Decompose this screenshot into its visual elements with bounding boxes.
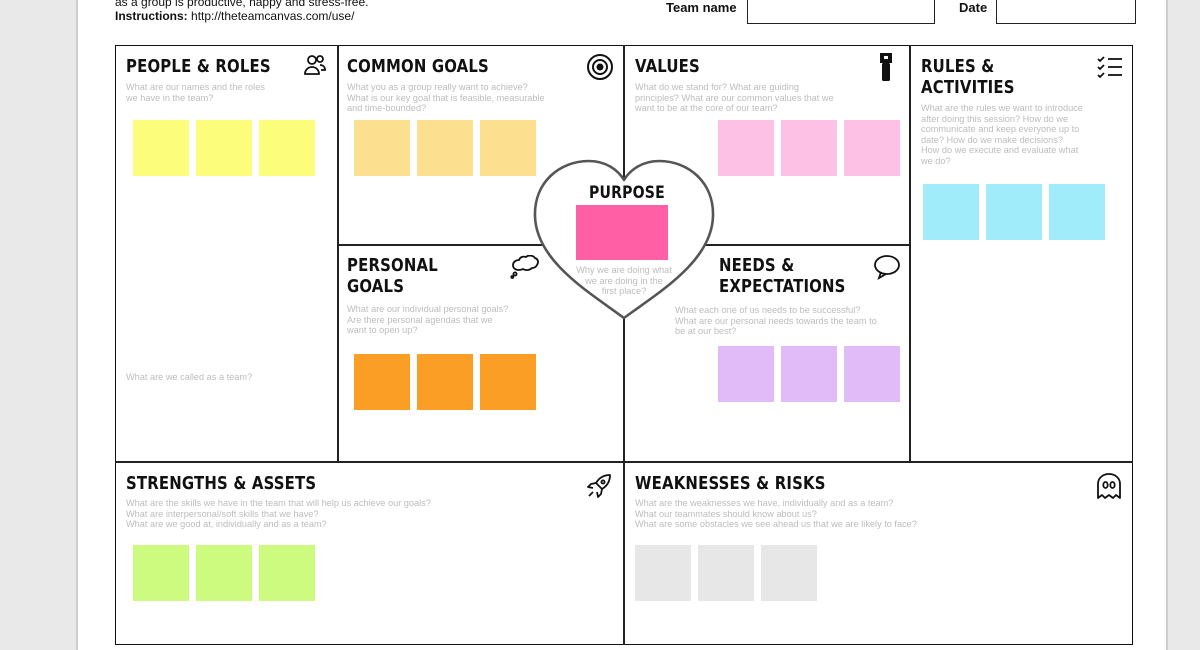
sticky-note[interactable] [698, 545, 754, 601]
people-roles-title: PEOPLE & ROLES [126, 56, 271, 77]
divider [337, 45, 339, 462]
people-icon [303, 53, 327, 82]
sticky-note[interactable] [133, 120, 189, 176]
sticky-note[interactable] [986, 184, 1042, 240]
sticky-note[interactable] [761, 545, 817, 601]
sticky-note[interactable] [354, 120, 410, 176]
speech-bubble-icon [873, 254, 901, 285]
sticky-note[interactable] [781, 120, 837, 176]
sticky-note[interactable] [196, 120, 252, 176]
sticky-note[interactable] [480, 120, 536, 176]
sticky-note[interactable] [923, 184, 979, 240]
sticky-note[interactable] [196, 545, 252, 601]
instructions-line: Instructions: http://theteamcanvas.com/u… [115, 10, 354, 23]
thought-bubble-icon [510, 254, 540, 284]
target-icon [586, 53, 614, 86]
needs-expectations-description: What each one of us needs to be successf… [675, 305, 877, 337]
sticky-note[interactable] [259, 120, 315, 176]
purpose-description: Why we are doing what we are doing in th… [576, 265, 672, 297]
instructions-link[interactable]: http://theteamcanvas.com/use/ [191, 9, 355, 23]
purpose-title: PURPOSE [589, 183, 665, 203]
weaknesses-risks-title: WEAKNESSES & RISKS [635, 473, 826, 494]
team-name-label: Team name [666, 0, 737, 15]
sticky-note[interactable] [844, 346, 900, 402]
common-goals-description: What you as a group really want to achie… [347, 82, 545, 114]
divider [115, 461, 1133, 463]
weaknesses-risks-description: What are the weaknesses we have, individ… [635, 498, 917, 530]
sticky-note[interactable] [718, 120, 774, 176]
sticky-note[interactable] [259, 545, 315, 601]
values-title: VALUES [635, 56, 700, 77]
strengths-assets-title: STRENGTHS & ASSETS [126, 473, 317, 494]
values-description: What do we stand for? What are guiding p… [635, 82, 834, 114]
checklist-icon [1097, 56, 1123, 83]
sticky-note[interactable] [1049, 184, 1105, 240]
strengths-assets-description: What are the skills we have in the team … [126, 498, 431, 530]
divider [623, 45, 625, 645]
team-name-question: What are we called as a team? [126, 372, 253, 382]
flashlight-icon [876, 52, 896, 87]
needs-expectations-title: NEEDS & EXPECTATIONS [719, 255, 846, 297]
people-roles-description: What are our names and the roles we have… [126, 82, 265, 103]
personal-goals-title: PERSONAL GOALS [347, 255, 438, 297]
sticky-note[interactable] [844, 120, 900, 176]
sticky-note[interactable] [576, 205, 668, 260]
sticky-note[interactable] [417, 120, 473, 176]
sticky-note[interactable] [781, 346, 837, 402]
canvas-paper [76, 0, 1168, 650]
ghost-icon [1096, 472, 1122, 505]
sticky-note[interactable] [718, 346, 774, 402]
common-goals-title: COMMON GOALS [347, 56, 489, 77]
rules-activities-title: RULES & ACTIVITIES [921, 56, 1015, 98]
sticky-note[interactable] [133, 545, 189, 601]
sticky-note[interactable] [417, 354, 473, 410]
personal-goals-description: What are our individual personal goals? … [347, 304, 509, 336]
sticky-note[interactable] [480, 354, 536, 410]
rules-activities-description: What are the rules we want to introduce … [921, 103, 1083, 166]
team-name-field[interactable] [747, 0, 935, 24]
sticky-note[interactable] [635, 545, 691, 601]
date-field[interactable] [996, 0, 1136, 24]
sticky-note[interactable] [354, 354, 410, 410]
rocket-icon [586, 473, 612, 504]
intro-text: as a group is productive, happy and stre… [115, 0, 369, 9]
date-label: Date [959, 0, 988, 15]
divider [909, 45, 911, 462]
instructions-label: Instructions: [115, 9, 188, 23]
